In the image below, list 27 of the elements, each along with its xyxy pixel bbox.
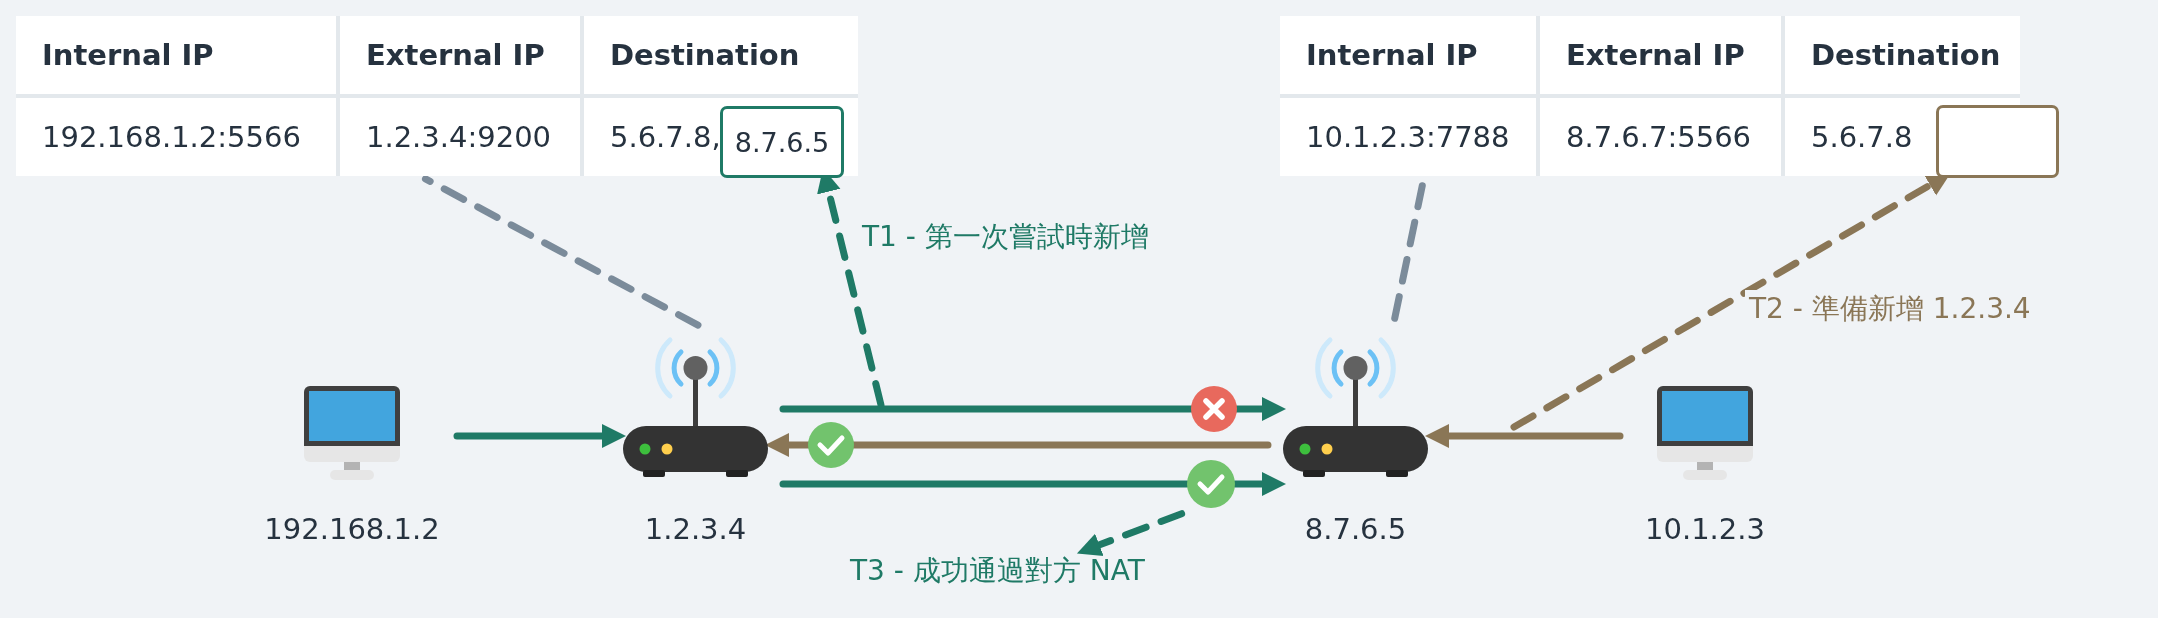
header-cell: Destination — [1785, 16, 2020, 94]
header-cell: External IP — [340, 16, 580, 94]
check-icon — [1187, 460, 1235, 508]
arrow — [1076, 510, 1186, 557]
ip-label: 10.1.2.3 — [1644, 512, 1766, 546]
nat-table — [16, 16, 858, 176]
ip-label: 1.2.3.4 — [643, 512, 748, 546]
header-cell: External IP — [1540, 16, 1781, 94]
arrow — [765, 433, 1272, 457]
table-cell: 10.1.2.3:7788 — [1280, 98, 1536, 176]
arrow — [779, 397, 1286, 421]
highlight-box: 8.7.6.5 — [720, 106, 844, 178]
table-cell: 192.168.1.2:5566 — [16, 98, 336, 176]
header-cell: Internal IP — [1280, 16, 1536, 94]
table-cell: 8.7.6.7:5566 — [1540, 98, 1781, 176]
nat-table — [1280, 16, 2020, 176]
arrow — [453, 424, 626, 448]
leader-line — [1391, 182, 1426, 322]
ip-label: 8.7.6.5 — [1303, 512, 1408, 546]
annotation-text: T3 - 成功通過對方 NAT — [850, 552, 1145, 598]
arrow — [1425, 424, 1624, 448]
table-cell: 1.2.3.4:9200 — [340, 98, 580, 176]
ip-label: 192.168.1.2 — [263, 512, 441, 546]
header-cell: Internal IP — [16, 16, 336, 94]
header-cell: Destination — [584, 16, 858, 94]
leader-line — [421, 175, 702, 329]
placeholder-box — [1936, 105, 2059, 178]
